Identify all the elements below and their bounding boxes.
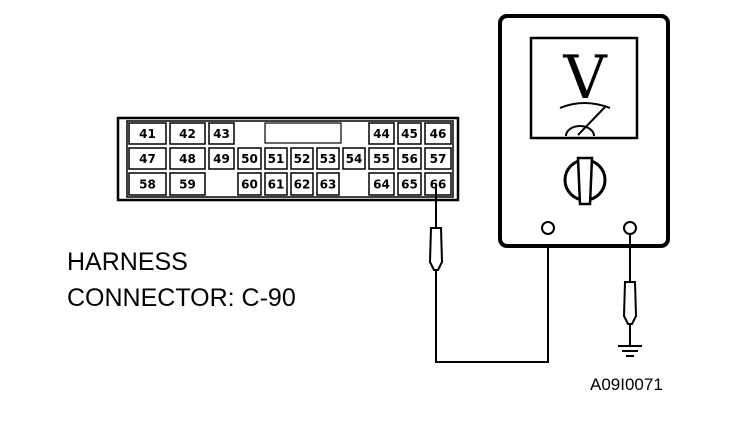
meter-voltage-symbol: V (562, 43, 608, 113)
rotary-dial-icon (563, 156, 607, 206)
voltmeter-icon: V (498, 14, 670, 248)
ground-probe-tip-icon (622, 281, 638, 325)
pin-label: 55 (373, 152, 390, 166)
pin-label: 64 (373, 178, 390, 192)
pin-cavity (342, 147, 366, 170)
pin-label: 48 (179, 152, 196, 166)
negative-probe (618, 234, 642, 357)
positive-probe (428, 185, 549, 363)
connector-key-area (264, 122, 342, 144)
connector-body (116, 116, 460, 202)
pin-label: 57 (430, 152, 447, 166)
pin-cavity (264, 147, 288, 170)
pin-cavity (169, 122, 206, 145)
connector-label-line2: CONNECTOR: C-90 (67, 284, 296, 312)
pin-label: 65 (401, 178, 418, 192)
pin-label: 52 (294, 152, 311, 166)
pin-label: 47 (139, 152, 156, 166)
pin-label: 60 (241, 178, 258, 192)
connector-face (126, 120, 454, 198)
pin-label: 42 (179, 127, 196, 141)
meter-pivot (565, 125, 595, 137)
pin-label: 41 (139, 127, 156, 141)
pin-label: 53 (320, 152, 337, 166)
pin-cavity (424, 172, 452, 196)
pin-cavity (368, 172, 395, 196)
pin-cavity (368, 147, 395, 170)
pin-label: 56 (401, 152, 418, 166)
pin-cavity (397, 122, 422, 145)
pin-cavity (424, 122, 452, 145)
pin-cavity (264, 172, 288, 196)
pin-cavity (208, 122, 235, 145)
ground-symbol-icon (618, 345, 642, 357)
pin-label: 44 (373, 127, 390, 141)
connector-pin-grid: 41 42 43 44 45 46 47 48 49 50 51 52 53 54 55 56 57 58 59 60… (128, 122, 452, 196)
pin-cavity (316, 147, 340, 170)
pin-cavity (237, 172, 262, 196)
pin-label: 46 (430, 127, 447, 141)
pin-label: 58 (139, 178, 156, 192)
meter-needle (577, 105, 607, 136)
pin-cavity (368, 122, 395, 145)
pin-cavity (397, 147, 422, 170)
pin-label: 51 (268, 152, 285, 166)
pin-label: 63 (320, 178, 337, 192)
pin-cavity (237, 147, 262, 170)
pin-cavity (169, 147, 206, 170)
pin-cavity (290, 147, 314, 170)
pin-label: 62 (294, 178, 311, 192)
pin-label: 49 (213, 152, 230, 166)
probe-lead (435, 232, 549, 363)
connector-label-line1: HARNESS (67, 248, 188, 276)
pin-cavity (208, 147, 235, 170)
pin-label: 50 (241, 152, 258, 166)
probe-tip-icon (428, 227, 444, 271)
harness-connector: 41 42 43 44 45 46 47 48 49 50 51 52 53 54 55 56 57 58 59 60… (116, 116, 460, 202)
pin-label: 54 (346, 152, 363, 166)
pin-cavity (316, 172, 340, 196)
pin-label: 45 (401, 127, 418, 141)
meter-display (529, 36, 639, 140)
pin-label: 43 (213, 127, 230, 141)
pin-label: 59 (179, 178, 196, 192)
meter-jack-positive (541, 221, 555, 235)
pin-cavity (424, 147, 452, 170)
pin-cavity (128, 122, 167, 145)
pin-cavity (397, 172, 422, 196)
pin-cavity (169, 172, 206, 196)
pin-cavity (290, 172, 314, 196)
pin-cavity (128, 172, 167, 196)
figure-id: A09I0071 (590, 375, 663, 394)
pin-label: 61 (268, 178, 285, 192)
pin-label: 66 (430, 178, 447, 192)
meter-body (498, 14, 670, 248)
meter-jack-negative (623, 221, 637, 235)
pin-cavity (128, 147, 167, 170)
